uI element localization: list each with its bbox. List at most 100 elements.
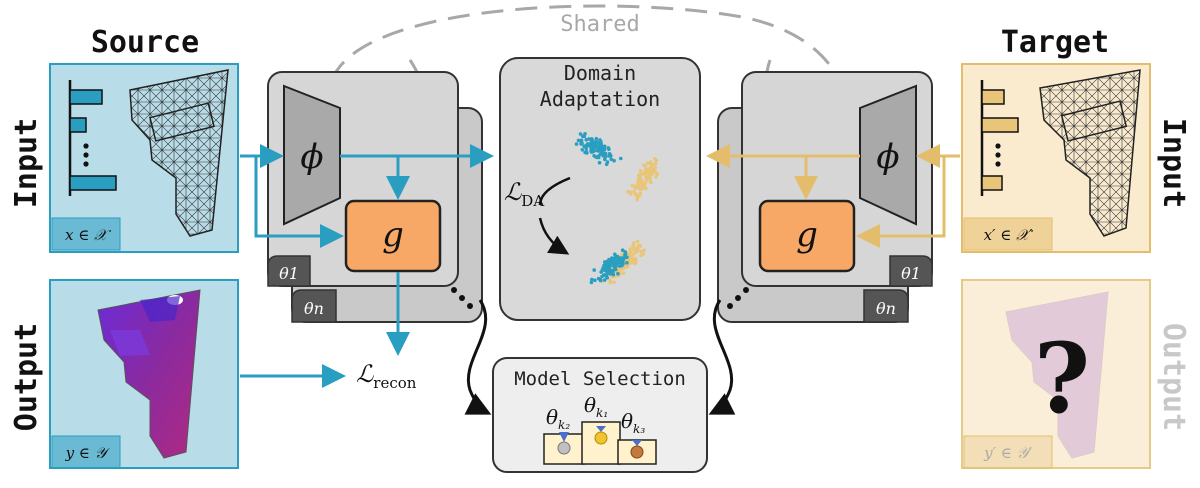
- scatter-point: [613, 260, 618, 264]
- scatter-point: [621, 271, 626, 275]
- scatter-point: [609, 157, 614, 162]
- model-selection-title: Model Selection: [514, 368, 686, 390]
- scatter-after: [589, 239, 646, 285]
- scatter-point: [636, 243, 641, 248]
- output-label-left: Output: [9, 323, 44, 431]
- histogram-icon: [980, 80, 1019, 196]
- scatter-point: [592, 268, 596, 272]
- scatter-point: [652, 169, 656, 174]
- scatter-point: [606, 146, 611, 150]
- scatter-point: [579, 142, 583, 146]
- scatter-point: [642, 182, 646, 187]
- scatter-point: [574, 142, 579, 146]
- scatter-point: [629, 192, 633, 196]
- scatter-point: [612, 257, 617, 261]
- scatter-point: [645, 174, 649, 178]
- scatter-point: [635, 239, 640, 244]
- scatter-point: [604, 274, 608, 278]
- theta-k1: θk₁: [584, 393, 608, 420]
- scatter-point: [599, 139, 603, 144]
- scatter-point: [579, 138, 584, 143]
- scatter-point: [632, 252, 636, 256]
- scatter-point: [620, 248, 625, 252]
- scatter-point: [590, 277, 594, 282]
- scatter-point: [616, 271, 620, 276]
- domain-adaptation-panel: Domain Adaptation ℒDA: [499, 57, 701, 321]
- bronze-medal-icon: [630, 440, 644, 459]
- scatter-point: [585, 151, 589, 155]
- scatter-point: [596, 155, 601, 160]
- scatter-point: [632, 189, 636, 194]
- scatter-point: [642, 163, 646, 167]
- scatter-point: [595, 145, 600, 150]
- selection-arrows: [464, 299, 736, 415]
- scatter-point: [612, 158, 616, 163]
- encoder-trapezoid-right: [859, 84, 917, 226]
- g-box-left: [344, 199, 442, 273]
- scatter-point: [630, 183, 635, 188]
- scatter-point: [589, 137, 593, 142]
- g-right: g: [796, 215, 818, 255]
- encoder-trapezoid-left: [283, 84, 341, 226]
- output-label-right: Output: [1156, 323, 1191, 431]
- scatter-point: [646, 161, 650, 165]
- scatter-point: [616, 257, 620, 262]
- scatter-point: [653, 166, 658, 170]
- scatter-point: [639, 249, 643, 254]
- scatter-point: [631, 246, 635, 251]
- scatter-point: [598, 278, 603, 283]
- source-arrows: [240, 144, 494, 388]
- theta1-right: θ1: [901, 264, 921, 283]
- scatter-point: [634, 250, 639, 254]
- histogram-icon: [68, 80, 117, 196]
- scatter-point: [655, 172, 660, 177]
- mesh-shape-icon: [129, 69, 229, 237]
- phi-left: ϕ: [300, 137, 323, 177]
- scatter-point: [583, 144, 587, 149]
- ellipsis-icon: [727, 287, 749, 309]
- scatter-point: [607, 264, 612, 269]
- scatter-point: [576, 138, 581, 143]
- scatter-point: [582, 134, 587, 139]
- scatter-point: [597, 160, 602, 165]
- scatter-point: [629, 254, 634, 258]
- scatter-point: [633, 260, 637, 264]
- source-output-panel: y ∈ 𝒴: [49, 279, 239, 469]
- scatter-point: [605, 269, 609, 274]
- scatter-point: [591, 149, 596, 153]
- scatter-point: [618, 256, 623, 260]
- scatter-point: [578, 132, 583, 136]
- scatter-point: [636, 183, 641, 188]
- g-left: g: [382, 215, 404, 255]
- target-arrows: [706, 144, 960, 248]
- scatter-point: [603, 157, 607, 162]
- scatter-point: [613, 267, 618, 272]
- theta1-left: θ1: [279, 264, 299, 283]
- scatter-point: [603, 154, 608, 159]
- scatter-point: [626, 190, 630, 194]
- scatter-point: [594, 155, 598, 159]
- thetan-left: θn: [304, 299, 324, 318]
- mesh-shape-icon: [1039, 69, 1141, 237]
- scatter-point: [619, 156, 623, 161]
- phi-right: ϕ: [876, 137, 899, 177]
- scatter-point: [639, 253, 643, 258]
- scatter-point: [620, 252, 624, 256]
- shared-label: Shared: [560, 12, 639, 37]
- shared-arc: [330, 4, 852, 111]
- scatter-point: [635, 198, 640, 202]
- scatter-point: [601, 144, 605, 149]
- model-selection-panel: Model Selection θk₂ θk₁ θk₃: [492, 357, 708, 473]
- scatter-point: [593, 278, 597, 283]
- scatter-point: [589, 141, 593, 145]
- scatter-point: [621, 266, 626, 271]
- scatter-point: [595, 140, 600, 145]
- scatter-point: [608, 278, 612, 283]
- ellipsis-icon: [451, 287, 473, 309]
- gold-medal-icon: [594, 426, 608, 445]
- target-input-panel: x′ ∈ 𝒳′: [961, 63, 1151, 253]
- scatter-point: [654, 158, 659, 163]
- scatter-point: [653, 162, 658, 166]
- scatter-point: [639, 177, 643, 181]
- xprime-tag: x′ ∈ 𝒳′: [984, 226, 1034, 244]
